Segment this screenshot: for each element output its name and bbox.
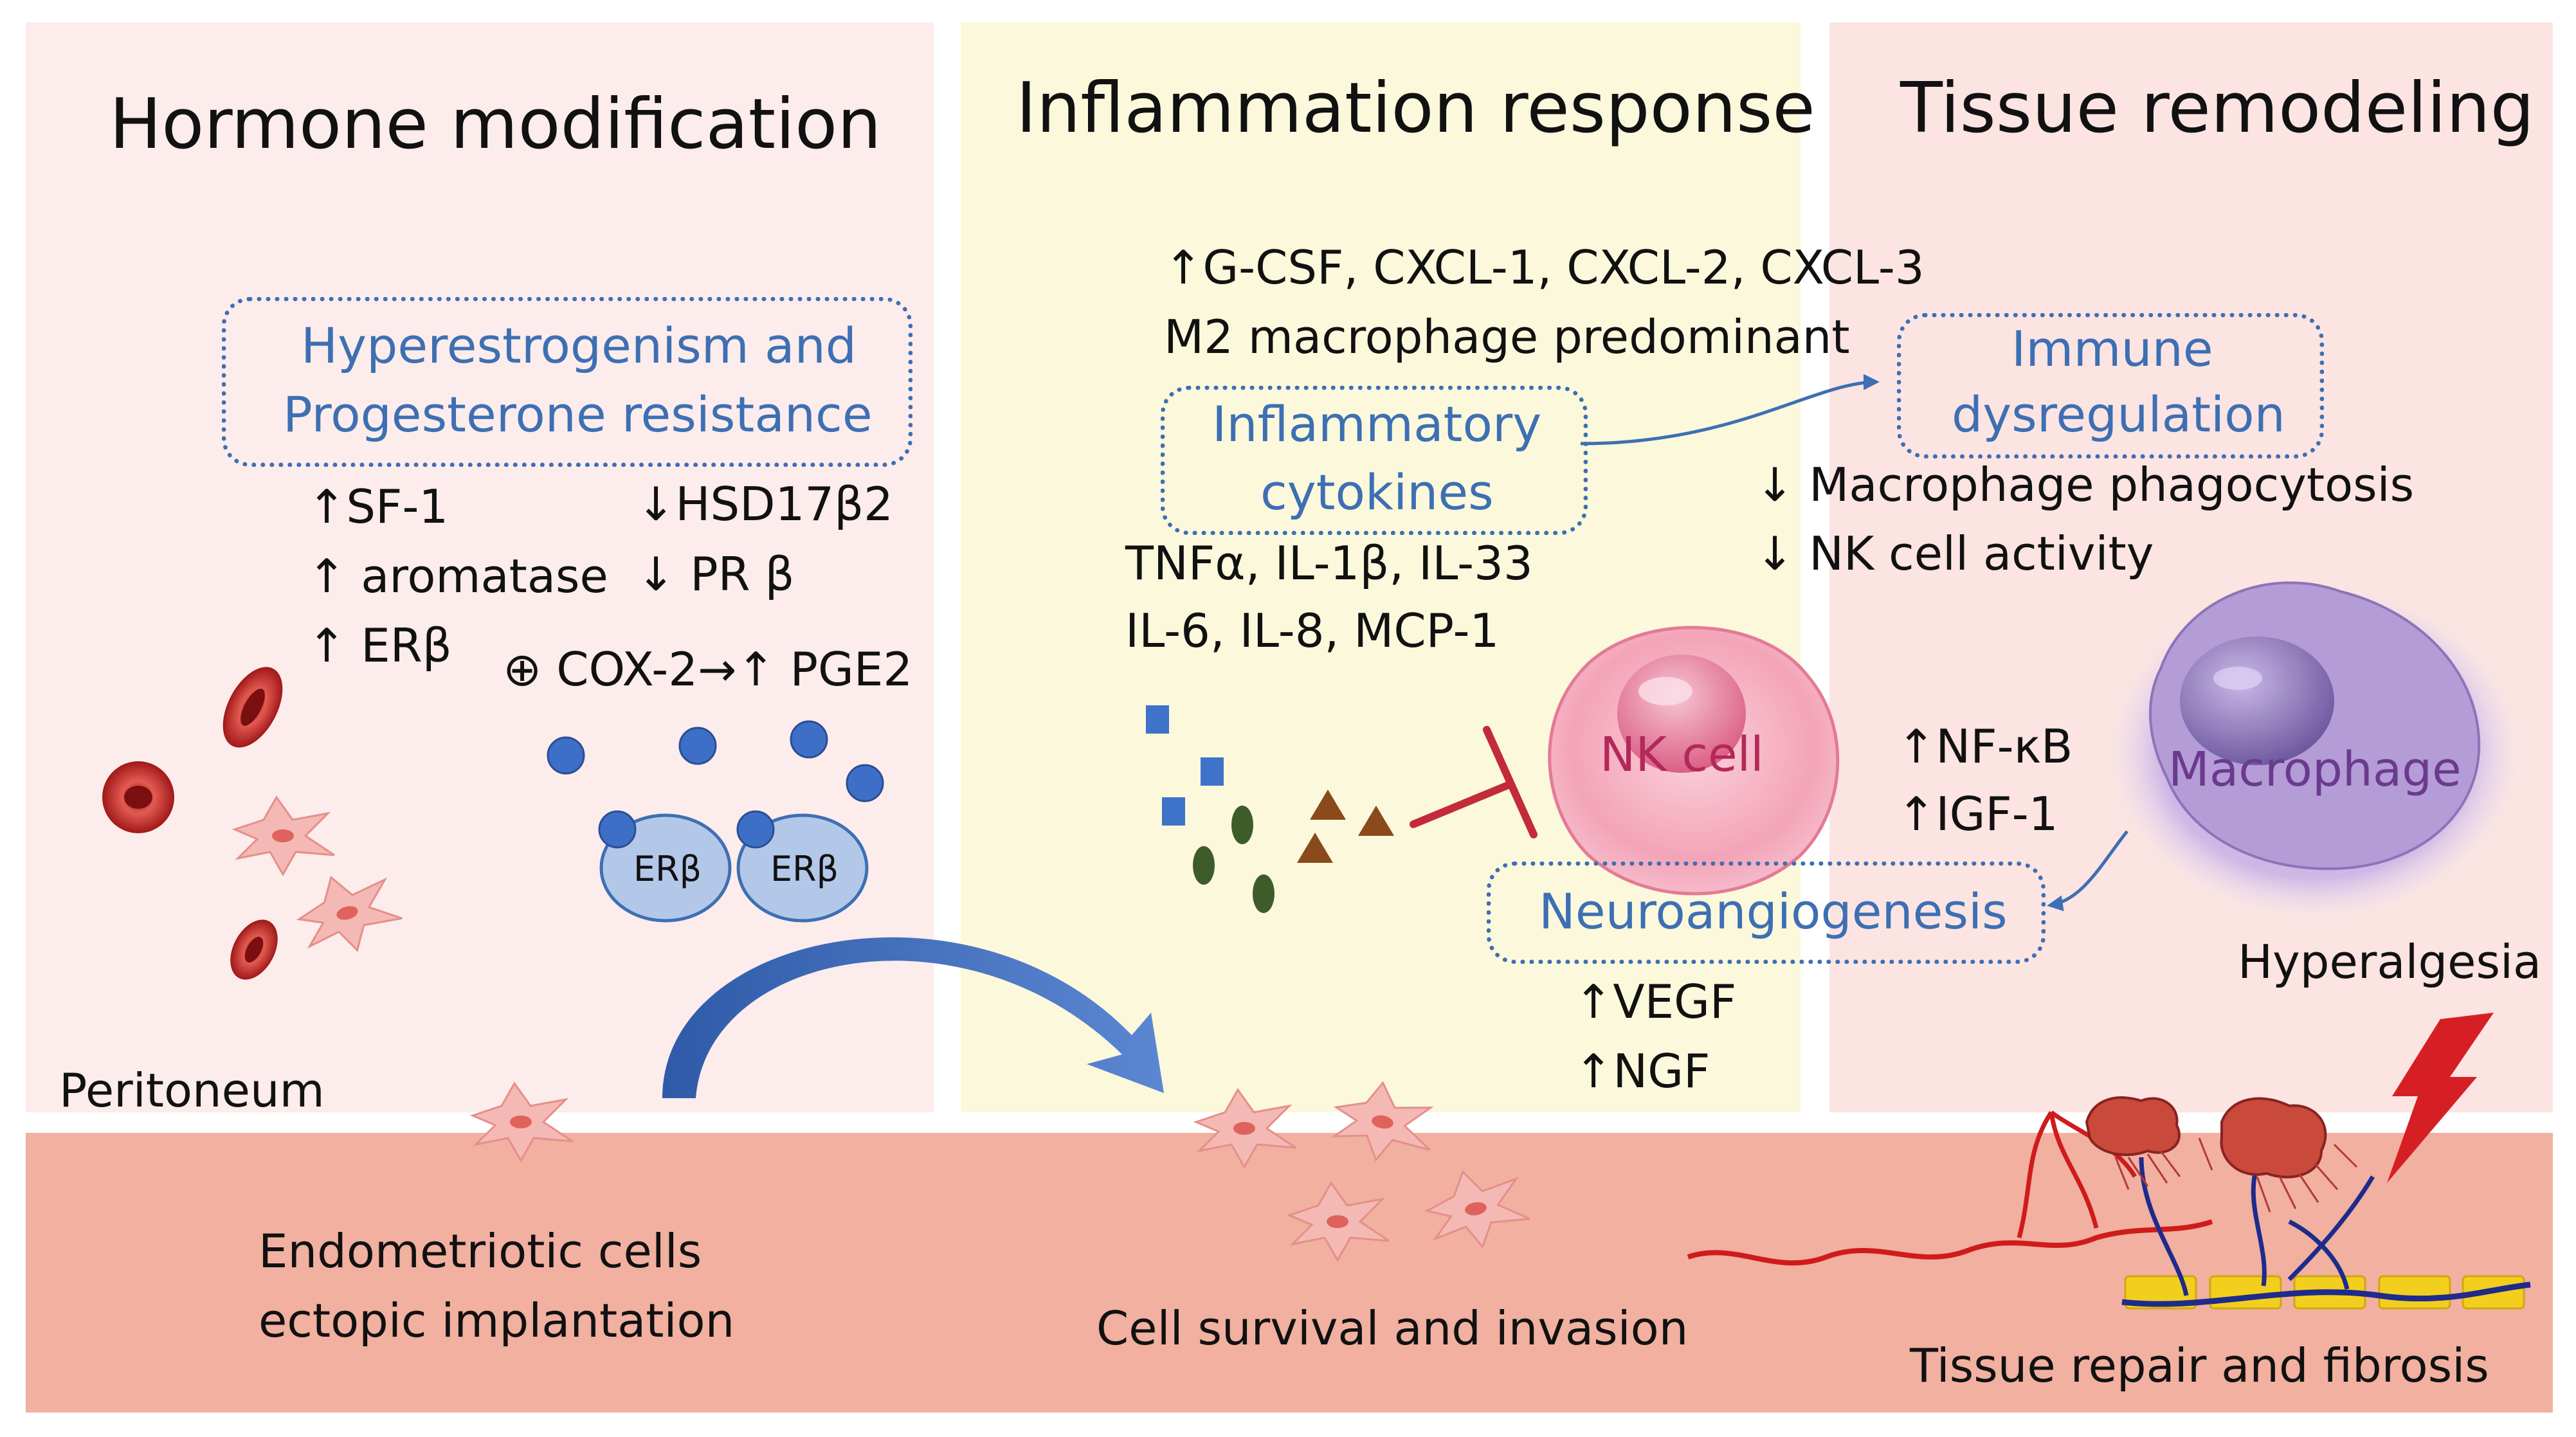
erb-receptor	[598, 810, 869, 923]
macrophage-label: Macrophage	[2168, 742, 2462, 797]
inflammation-panel-title: Inflammation response	[1016, 68, 1815, 149]
tissue-panel-bg	[1829, 23, 2553, 1112]
cytokines-box-line1: Inflammatory	[1212, 395, 1542, 453]
hormone-box	[222, 297, 912, 467]
erb-receptor-label: ERβ	[770, 849, 839, 889]
hsd-label: ↓HSD17β2	[637, 477, 893, 531]
red-blood-cell	[230, 919, 278, 980]
sf1-label: ↑SF-1	[307, 480, 449, 534]
endometriotic-label-1: Endometriotic cells	[259, 1224, 702, 1278]
cytokines-box-line2: cytokines	[1260, 464, 1494, 521]
vegf-label: ↑VEGF	[1574, 975, 1737, 1029]
endometriotic-label-2: ectopic implantation	[259, 1294, 735, 1348]
cytokine-ovals	[1193, 806, 1274, 913]
cytokine-squares	[1146, 705, 1224, 826]
phagocytosis-label: ↓ Macrophage phagocytosis	[1755, 458, 2415, 512]
erb-receptor-label: ERβ	[633, 849, 702, 889]
igf-label: ↑IGF-1	[1897, 787, 2058, 841]
cox-label: ⊕ COX-2→↑ PGE2	[503, 642, 913, 696]
cytokine-list-2: IL-6, IL-8, MCP-1	[1125, 604, 1500, 658]
lesion-hairs	[2114, 1137, 2358, 1213]
macrophage-graphic	[2109, 581, 2521, 919]
red-blood-cell	[102, 761, 174, 833]
neuro-box	[1487, 862, 2045, 964]
ngf-label: ↑NGF	[1574, 1044, 1710, 1098]
immune-box	[1897, 313, 2324, 458]
nk-activity-label: ↓ NK cell activity	[1755, 527, 2154, 581]
nfkb-label: ↑NF-κB	[1897, 719, 2073, 773]
immune-box-line2: dysregulation	[1952, 386, 2285, 443]
nk-cell-graphic	[1548, 626, 1840, 896]
hormone-panel-bg	[26, 23, 934, 1112]
hormone-box-line2: Progesterone resistance	[283, 386, 873, 443]
hyperalgesia-label: Hyperalgesia	[2238, 935, 2542, 989]
nk-cell-label: NK cell	[1600, 727, 1764, 782]
red-blood-cell	[222, 667, 283, 748]
hormone-panel-title: Hormone modification	[109, 84, 882, 165]
lesion-cells	[2085, 1096, 2327, 1179]
lightning-bolt	[2387, 1013, 2494, 1183]
chemokine-line: ↑G-CSF, CXCL-1, CXCL-2, CXCL-3	[1164, 240, 1925, 294]
erb-label: ↑ ERβ	[307, 619, 452, 673]
implantation-arrow	[662, 937, 1164, 1098]
peritoneum-label: Peritoneum	[59, 1063, 325, 1117]
cytokines-to-immune-arrow	[1580, 374, 1880, 446]
inhibition-line	[1410, 726, 1537, 838]
hormone-box-line1: Hyperestrogenism and	[301, 317, 857, 374]
immune-box-line1: Immune	[2011, 320, 2213, 377]
blood-vessel	[1687, 1219, 2213, 1266]
tissue-panel-title: Tissue remodeling	[1900, 68, 2535, 149]
tissue-repair-label: Tissue repair and fibrosis	[1910, 1339, 2489, 1393]
macrophage-to-neuro-arrow	[2047, 830, 2128, 912]
nerve-fiber	[2121, 1281, 2531, 1307]
m2-line: M2 macrophage predominant	[1164, 310, 1850, 364]
estrogen-molecule	[547, 720, 884, 802]
cytokine-triangles	[1297, 790, 1394, 863]
cytokine-list-1: TNFα, IL-1β, IL-33	[1125, 536, 1533, 590]
aromatase-label: ↑ aromatase	[307, 549, 608, 603]
tissue-layer	[26, 1133, 2553, 1413]
cytokines-box	[1161, 386, 1588, 535]
cell-survival-label: Cell survival and invasion	[1096, 1301, 1689, 1355]
neuro-box-label: Neuroangiogenesis	[1539, 883, 2008, 940]
pr-label: ↓ PR β	[637, 547, 795, 601]
inflammation-panel-bg	[961, 23, 1800, 1112]
